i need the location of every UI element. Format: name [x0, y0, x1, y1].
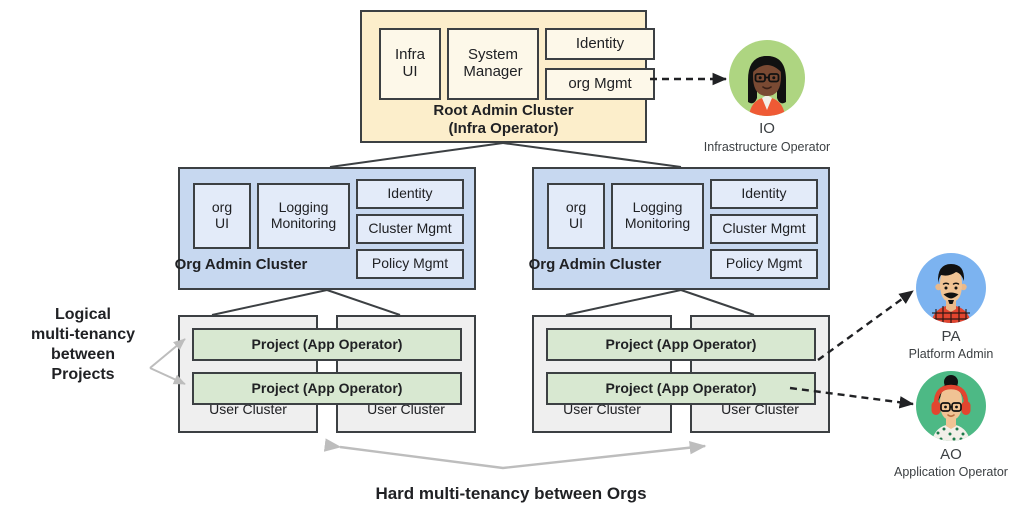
project-label: Project (App Operator): [251, 335, 403, 352]
component-label: Policy Mgmt: [371, 255, 449, 272]
root-component-infra-ui: Infra UI: [379, 28, 441, 100]
logical-multitenancy-note: Logical multi-tenancy between Projects: [18, 305, 148, 385]
note-line: between: [50, 346, 115, 363]
persona-title-text: Application Operator: [894, 465, 1008, 479]
component-label: UI: [402, 63, 418, 80]
project-label: Project (App Operator): [251, 379, 403, 396]
component-label: Identity: [575, 34, 625, 52]
project-label: Project (App Operator): [605, 335, 757, 352]
org-admin-cluster-left: org UI Logging Monitoring Identity Clust…: [175, 167, 476, 290]
component-label: Monitoring: [270, 215, 337, 231]
component-label: org: [211, 199, 233, 216]
avatar-platform-admin: [916, 253, 986, 323]
note-line: multi-tenancy: [30, 326, 135, 343]
caption-line: Root Admin Cluster: [433, 102, 574, 119]
org-component-policy-mgmt: Policy Mgmt: [356, 249, 464, 279]
persona-title-io: Infrastructure Operator: [667, 140, 867, 154]
org-component-policy-mgmt: Policy Mgmt: [710, 249, 818, 279]
note-text: Hard multi-tenancy between Orgs: [375, 484, 647, 503]
note-line: Logical: [54, 306, 111, 323]
org-component-logging-monitoring: Logging Monitoring: [257, 183, 350, 249]
org-component-org-ui: org UI: [547, 183, 605, 249]
user-cluster-label: User Cluster: [338, 401, 474, 418]
persona-abbr-text: AO: [940, 446, 962, 463]
persona-title-text: Infrastructure Operator: [703, 140, 831, 154]
root-admin-cluster: Infra UI System Manager Identity org Mgm…: [360, 10, 655, 143]
org-component-cluster-mgmt: Cluster Mgmt: [356, 214, 464, 244]
component-label: Logging: [278, 199, 329, 216]
component-label: Identity: [387, 185, 433, 202]
org-admin-cluster-caption: Org Admin Cluster: [92, 256, 390, 274]
org-component-org-ui: org UI: [193, 183, 251, 249]
persona-title-text: Platform Admin: [908, 347, 994, 361]
component-label: Manager: [463, 63, 523, 80]
component-label: Infra: [394, 46, 425, 64]
root-component-org-mgmt: org Mgmt: [545, 68, 655, 100]
persona-abbr-text: PA: [941, 328, 961, 345]
woman-headphones-avatar-icon: [931, 375, 971, 441]
component-label: Logging: [632, 199, 683, 216]
component-label: UI: [569, 215, 583, 231]
persona-abbr-ao: AO: [851, 446, 1022, 463]
user-cluster-label: User Cluster: [180, 401, 316, 418]
component-label: Identity: [741, 185, 787, 202]
persona-title-ao: Application Operator: [851, 465, 1022, 479]
caption-line: (Infra Operator): [448, 119, 559, 137]
component-label: org Mgmt: [568, 74, 632, 92]
component-label: Policy Mgmt: [725, 255, 803, 272]
component-label: org: [565, 199, 587, 216]
component-label: System: [467, 46, 518, 64]
user-cluster-text: User Cluster: [367, 401, 445, 417]
project-right-1: Project (App Operator): [546, 328, 816, 361]
org-component-identity: Identity: [710, 179, 818, 209]
org-admin-cluster-caption: Org Admin Cluster: [446, 256, 744, 274]
caption-line: Org Admin Cluster: [528, 256, 662, 273]
project-left-1: Project (App Operator): [192, 328, 462, 361]
project-right-2: Project (App Operator): [546, 372, 816, 405]
user-cluster-label: User Cluster: [692, 401, 828, 418]
persona-title-pa: Platform Admin: [851, 347, 1022, 361]
arrow-hard-multitenancy: [323, 438, 707, 470]
root-component-identity: Identity: [545, 28, 655, 60]
caption-line: Org Admin Cluster: [174, 256, 308, 273]
project-label: Project (App Operator): [605, 379, 757, 396]
component-label: Cluster Mgmt: [722, 220, 806, 237]
woman-glasses-avatar-icon: [748, 56, 786, 116]
root-component-system-manager: System Manager: [447, 28, 539, 100]
org-component-identity: Identity: [356, 179, 464, 209]
user-cluster-text: User Cluster: [721, 401, 799, 417]
man-mustache-avatar-icon: [931, 264, 971, 323]
project-left-2: Project (App Operator): [192, 372, 462, 405]
org-component-cluster-mgmt: Cluster Mgmt: [710, 214, 818, 244]
avatar-application-operator: [916, 371, 986, 441]
org-component-logging-monitoring: Logging Monitoring: [611, 183, 704, 249]
persona-abbr-text: IO: [759, 120, 775, 137]
component-label: Cluster Mgmt: [368, 220, 452, 237]
user-cluster-label: User Cluster: [534, 401, 670, 418]
component-label: Monitoring: [624, 215, 691, 231]
persona-abbr-pa: PA: [851, 328, 1022, 345]
user-cluster-text: User Cluster: [563, 401, 641, 417]
root-admin-cluster-caption: Root Admin Cluster (Infra Operator): [362, 102, 645, 137]
persona-abbr-io: IO: [667, 120, 867, 137]
avatar-infrastructure-operator: [729, 40, 805, 116]
user-cluster-text: User Cluster: [209, 401, 287, 417]
hard-multitenancy-note: Hard multi-tenancy between Orgs: [0, 484, 1022, 504]
note-line: Projects: [51, 366, 115, 383]
component-label: UI: [215, 215, 229, 231]
org-admin-cluster-right: org UI Logging Monitoring Identity Clust…: [529, 167, 830, 290]
